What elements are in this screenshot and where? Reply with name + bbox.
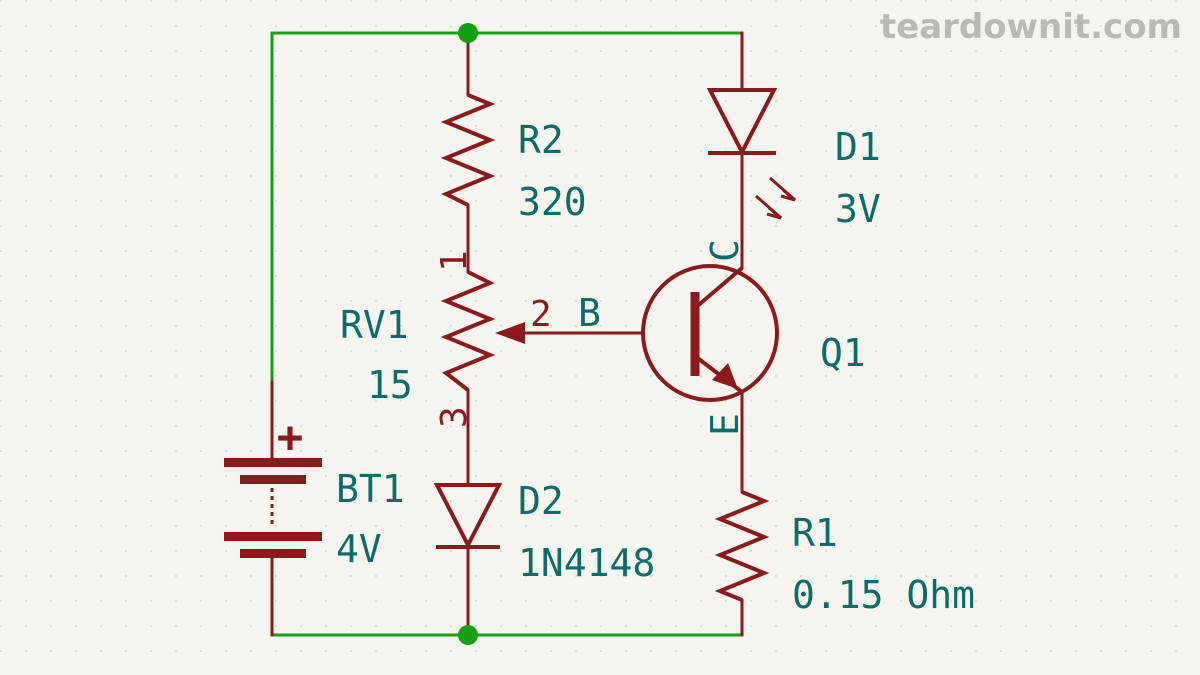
component-leads xyxy=(270,31,744,637)
bt1-ref-label: BT1 xyxy=(336,467,405,511)
junction-top xyxy=(458,23,478,43)
rv1-potentiometer-symbol xyxy=(440,270,496,392)
rv1-pin-3-label: 3 xyxy=(434,406,475,428)
q1-emitter-arrow xyxy=(712,363,738,389)
r2-value-label: 320 xyxy=(518,180,587,224)
bt1-battery-symbol xyxy=(224,458,322,558)
rv1-pin-2-label: 2 xyxy=(530,294,552,335)
q1-ref-label: Q1 xyxy=(820,331,866,375)
rv1-pin-1-label: 1 xyxy=(434,250,475,272)
junction-bottom xyxy=(458,625,478,645)
r1-ref-label: R1 xyxy=(792,511,838,555)
q1-pin-b-label: B xyxy=(578,291,601,335)
watermark: teardownit.com xyxy=(880,7,1182,47)
r1-resistor-symbol xyxy=(714,490,770,602)
d2-value-label: 1N4148 xyxy=(518,541,655,585)
q1-pin-e-label: E xyxy=(703,413,747,436)
q1-pin-c-label: C xyxy=(703,239,747,262)
d2-ref-label: D2 xyxy=(518,479,564,523)
rv1-wiper-arrow xyxy=(495,322,525,344)
bt1-polarity-plus: + xyxy=(277,412,304,463)
r1-value-label: 0.15 Ohm xyxy=(792,573,975,617)
r2-ref-label: R2 xyxy=(518,118,564,162)
rv1-ref-label: RV1 xyxy=(340,303,409,347)
d1-value-label: 3V xyxy=(835,187,881,231)
d1-led-symbol xyxy=(706,88,796,220)
d1-ref-label: D1 xyxy=(835,125,881,169)
bt1-value-label: 4V xyxy=(336,527,382,571)
r2-resistor-symbol xyxy=(440,93,496,207)
rv1-value-label: 15 xyxy=(367,363,413,407)
d2-diode-symbol xyxy=(433,483,503,550)
